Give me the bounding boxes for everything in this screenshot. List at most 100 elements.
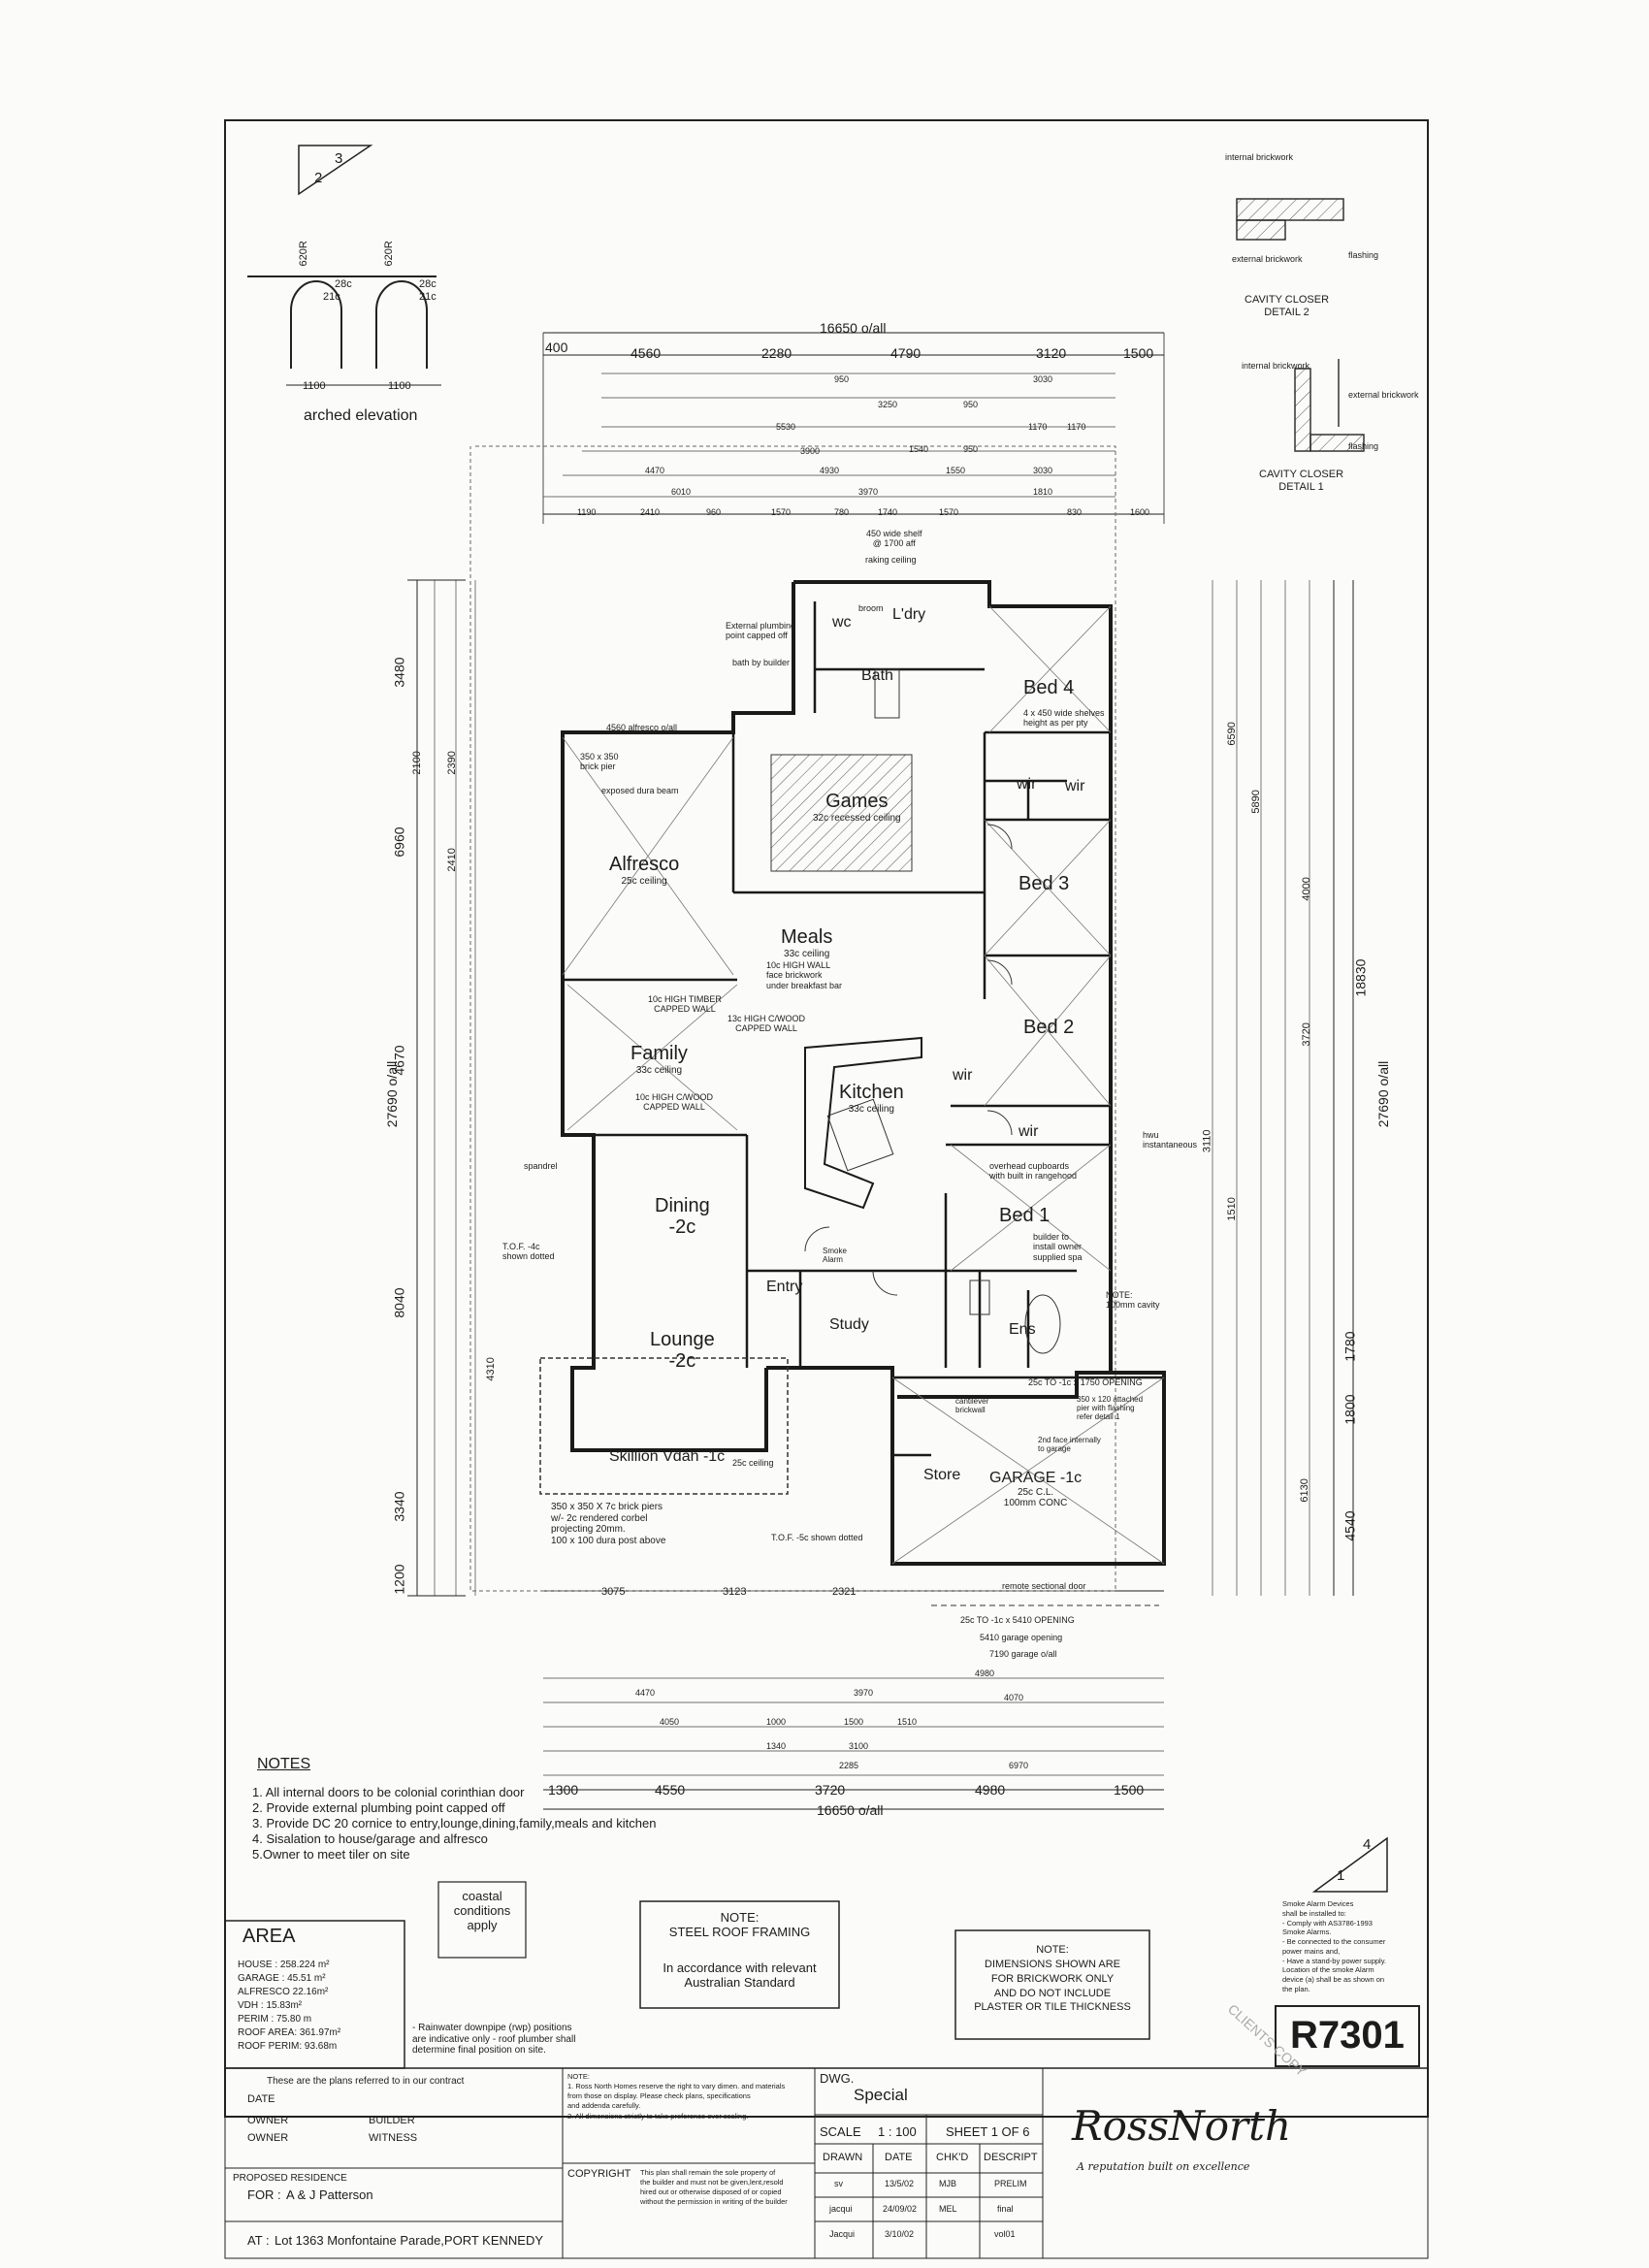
top-dim-seg: 2280 — [761, 345, 792, 361]
top-inner-dim: 3900 — [800, 446, 821, 456]
notes-item: 5.Owner to meet tiler on site — [252, 1847, 410, 1862]
top-inner-dim: 1600 — [1130, 507, 1150, 517]
top-inner-dim: 3250 — [878, 400, 898, 409]
arched-dim: 620R — [297, 241, 309, 267]
room-dining: Dining -2c — [655, 1195, 710, 1238]
bottom-line-dim: 3075 — [601, 1586, 626, 1598]
bottom-line-dim: 3123 — [723, 1586, 747, 1598]
cavity2-label-internal: internal brickwork — [1225, 152, 1294, 162]
room-wir-bed1: wir — [1018, 1123, 1039, 1140]
room-family-label: Family — [630, 1043, 688, 1064]
tb-sheet: SHEET 1 OF 6 — [946, 2124, 1030, 2139]
top-inner-dim: 4470 — [645, 466, 665, 475]
room-family: Family 33c ceiling — [630, 1043, 688, 1076]
tb-header-date: DATE — [885, 2152, 913, 2163]
ross-north-tagline: A reputation built on excellence — [1077, 2160, 1250, 2173]
tb-row-descript: final — [997, 2204, 1014, 2214]
left-dim: 1200 — [391, 1564, 407, 1595]
marker-bottom-right: 4 — [1363, 1836, 1372, 1853]
marker-top-left: 2 — [314, 170, 323, 186]
room-skillion-label: Skillion Vdah -1c — [609, 1448, 726, 1465]
room-garage-ceiling: 25c C.L. 100mm CONC — [1003, 1487, 1068, 1508]
top-inner-dim: 1740 — [878, 507, 898, 517]
right-dim: 1800 — [1342, 1394, 1358, 1425]
tb-scale-label: SCALE — [820, 2124, 861, 2139]
bottom-line-dim: 2321 — [832, 1586, 857, 1598]
tb-row-descript: PRELIM — [994, 2179, 1027, 2188]
room-garage-label: GARAGE -1c — [989, 1470, 1083, 1486]
room-kitchen-label: Kitchen — [839, 1082, 904, 1103]
area-line: ALFRESCO 22.16m² — [238, 1987, 329, 1997]
tb-scale-value: 1 : 100 — [878, 2124, 917, 2139]
room-meals: Meals 33c ceiling — [781, 926, 832, 959]
left-dim: 4310 — [484, 1357, 497, 1381]
top-inner-dim: 950 — [963, 400, 979, 409]
top-inner-dim: 1190 — [577, 507, 597, 517]
annot-shelf: 450 wide shelf @ 1700 aff — [866, 529, 922, 549]
bottom-line-dim: 1500 — [844, 1717, 864, 1727]
annot-tof-4c: T.O.F. -4c shown dotted — [502, 1242, 555, 1262]
room-games: Games 32c recessed ceiling — [813, 791, 901, 824]
annot-alfresco-oall: 4560 alfresco o/all — [606, 723, 678, 732]
annot-spandrel: spandrel — [524, 1161, 558, 1171]
tb-copyright: COPYRIGHT — [567, 2168, 631, 2180]
annot-garage-opening-5410: 25c TO -1c x 5410 OPENING — [960, 1615, 1075, 1625]
top-inner-dim: 950 — [963, 444, 979, 454]
top-inner-dim: 1570 — [771, 507, 792, 517]
annot-cantilever: cantilever brickwall — [955, 1397, 989, 1415]
annot-ext-plumbing: External plumbing point capped off — [726, 621, 796, 641]
room-games-label: Games — [825, 791, 889, 812]
area-title: AREA — [242, 1926, 296, 1947]
smoke-alarm-note: Smoke Alarm Devices shall be installed t… — [1282, 1899, 1386, 1993]
room-games-ceiling: 32c recessed ceiling — [813, 813, 901, 824]
left-dim: 8040 — [391, 1287, 407, 1318]
marker-bottom-left: 1 — [1337, 1867, 1345, 1884]
tb-header-descript: DESCRIPT — [984, 2152, 1038, 2163]
bottom-line-dim: 1340 — [766, 1741, 787, 1751]
right-dim-overall: 27690 o/all — [1375, 1060, 1392, 1128]
cavity1-label-internal: internal brickwork — [1242, 361, 1310, 371]
cavity2-label-flashing: flashing — [1348, 250, 1379, 260]
steel-roof-note-body: In accordance with relevant Australian S… — [663, 1960, 817, 1990]
arched-dim: 620R — [382, 241, 395, 267]
tb-dwg-value: Special — [854, 2086, 908, 2104]
cavity1-label-external: external brickwork — [1348, 390, 1419, 400]
top-inner-dim: 3030 — [1033, 466, 1053, 475]
cavity-closer-detail-1-title: CAVITY CLOSER DETAIL 1 — [1259, 469, 1344, 493]
right-dim: 6130 — [1298, 1478, 1310, 1503]
bottom-line-dim: 3100 — [849, 1741, 869, 1751]
annot-garage-opening: 5410 garage opening — [980, 1633, 1063, 1642]
room-garage: GARAGE -1c 25c C.L. 100mm CONC — [989, 1470, 1082, 1508]
notes-item: 4. Sisalation to house/garage and alfres… — [252, 1831, 488, 1846]
annot-attached-pier: 350 x 120 attached pier with flashing re… — [1077, 1395, 1144, 1422]
right-dim: 3110 — [1201, 1129, 1213, 1153]
top-inner-dim: 960 — [706, 507, 722, 517]
right-dim: 3720 — [1300, 1022, 1312, 1047]
annot-brick-pier: 350 x 350 brick pier — [580, 752, 619, 772]
left-dim: 2410 — [445, 848, 458, 872]
top-inner-dim: 950 — [834, 374, 850, 384]
annot-dura-beam: exposed dura beam — [601, 786, 679, 795]
tb-copyright-text: This plan shall remain the sole property… — [640, 2168, 788, 2207]
room-wir-bed2: wir — [953, 1067, 973, 1084]
tb-row-date: 13/5/02 — [885, 2179, 915, 2188]
annot-timber-capped-wall: 10c HIGH TIMBER CAPPED WALL — [648, 994, 722, 1015]
arched-dim: 1100 — [303, 380, 326, 392]
annot-bed4-shelves: 4 x 450 wide shelves height as per pty — [1023, 708, 1105, 729]
left-dim: 6960 — [391, 826, 407, 858]
bottom-line-dim: 4470 — [635, 1688, 656, 1698]
bottom-line-dim: 1510 — [897, 1717, 918, 1727]
bottom-line-dim: 2285 — [839, 1761, 859, 1770]
arched-dim: 1100 — [388, 380, 411, 392]
rwp-note: - Rainwater downpipe (rwp) positions are… — [412, 2023, 576, 2056]
tb-owner-label-2: OWNER — [247, 2132, 289, 2144]
top-dim-seg: 4790 — [890, 345, 922, 361]
bottom-line-dim: 3970 — [854, 1688, 874, 1698]
room-broom: broom — [858, 603, 884, 613]
marker-top-right: 3 — [335, 150, 343, 167]
annot-overhead-cupboards: overhead cupboards with built in rangeho… — [989, 1161, 1078, 1182]
arched-dim: 21c — [323, 291, 340, 303]
tb-at-label: AT : — [247, 2233, 270, 2248]
top-inner-dim: 1550 — [946, 466, 966, 475]
bottom-dim-seg: 4980 — [975, 1782, 1006, 1798]
